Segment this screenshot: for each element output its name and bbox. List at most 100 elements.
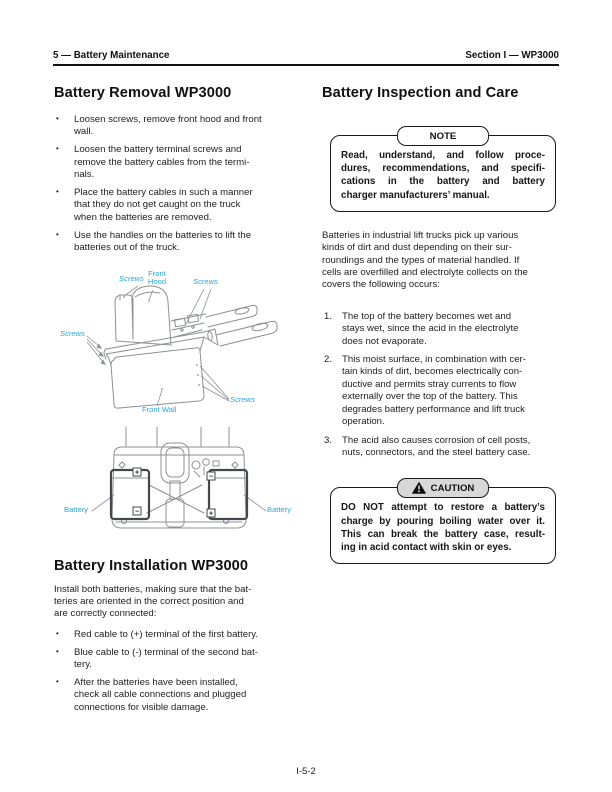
header-chapter: 5 — Battery Maintenance: [53, 50, 170, 61]
label-battery-left: Battery: [64, 504, 89, 514]
list-item: Loosen screws, remove front hood and fro…: [54, 114, 304, 139]
text-line: The top of the battery becomes wet and: [342, 310, 512, 322]
bullet-marker: [56, 629, 59, 641]
text-line: tery.: [74, 659, 92, 671]
installation-bullet-list: Red cable to (+) terminal of the first b…: [54, 629, 304, 714]
list-item: 2. This moist surface, in combination wi…: [322, 354, 564, 428]
note-tab: NOTE: [397, 126, 489, 146]
text-line: The acid also causes corrosion of cell p…: [342, 434, 531, 446]
text-line: does not evaporate.: [342, 335, 427, 347]
text-line: remove the battery cables from the termi…: [74, 156, 250, 168]
text-line: covers the following occurs:: [322, 279, 440, 291]
bullet-marker: [56, 677, 59, 689]
label-screws-top-left: Screws: [119, 273, 144, 283]
text-line: nals.: [74, 169, 95, 181]
label-front-wall: Front Wall: [142, 404, 177, 414]
text-line: that they do not get caught on the truck: [74, 199, 241, 211]
text-line: degrades battery performance and lift tr…: [342, 403, 525, 415]
bullet-marker: [56, 114, 59, 126]
terminal-sign: +: [209, 510, 213, 517]
text-line: charge by pouring boiling water over it.: [341, 515, 545, 527]
label-battery-right: Battery: [267, 504, 292, 514]
text-line: operation.: [342, 416, 385, 428]
caution-box: CAUTION DO NOT attempt to restore a batt…: [330, 478, 556, 565]
text-line: This can break the battery case, result-: [341, 528, 545, 540]
text-line: nuts, connectors, and the steel battery …: [342, 446, 531, 458]
caution-tab-label: CAUTION: [430, 482, 475, 494]
text-line: check all cable connections and plugged: [74, 689, 247, 701]
text-line: ductive and permits stray currents to fl…: [342, 378, 517, 390]
terminal-sign: −: [209, 473, 213, 480]
label-front-hood: Front Hood: [147, 268, 167, 287]
installation-title: Battery Installation WP3000: [54, 557, 249, 574]
text-line: charger manufacturers’ manual.: [341, 189, 490, 201]
list-item: Blue cable to (-) terminal of the second…: [54, 647, 304, 672]
text-line: when the batteries are removed.: [74, 211, 212, 223]
text-line: kinds of dirt and dust depending on thei…: [322, 242, 512, 254]
text-line: ing in acid contact with skin or eyes.: [341, 541, 512, 553]
text-line: externally over the top of the battery. …: [342, 391, 518, 403]
text-line: connections for visible damage.: [74, 701, 209, 713]
item-number: 1.: [324, 310, 333, 322]
inspection-intro: Batteries in industrial lift trucks pick…: [322, 230, 564, 292]
page-header: 5 — Battery Maintenance Section I — WP30…: [53, 50, 559, 61]
text-line: After the batteries have been installed,: [74, 677, 238, 688]
left-column: Battery Removal WP3000 Loosen screws, re…: [54, 84, 304, 720]
text-line: tain kinds of dirt, becomes electrically…: [342, 366, 523, 378]
item-number: 2.: [324, 354, 333, 366]
text-line: dures, recommendations, and specifi-: [341, 163, 545, 175]
text-line: batteries out of the truck.: [74, 242, 180, 254]
text-line: cells are overfilled and electrolyte col…: [322, 267, 528, 279]
right-column: Battery Inspection and Care NOTE Read, u…: [322, 84, 564, 565]
installation-intro: Install both batteries, making sure that…: [54, 584, 304, 621]
text-line: Loosen screws, remove front hood and fro…: [74, 114, 262, 125]
list-item: Use the handles on the batteries to lift…: [54, 230, 304, 255]
list-item: 3. The acid also causes corrosion of cel…: [322, 435, 564, 460]
removal-bullet-list: Loosen screws, remove front hood and fro…: [54, 114, 304, 255]
label-screws-bottom-right: Screws: [230, 394, 255, 404]
text-line: are correctly connected:: [54, 608, 157, 620]
terminal-sign: −: [135, 508, 139, 515]
text-line: Use the handles on the batteries to lift…: [74, 229, 252, 241]
label-screws-left: Screws: [60, 328, 85, 338]
warning-triangle-icon: [411, 482, 426, 495]
inspection-numbered-list: 1. The top of the battery becomes wet an…: [322, 311, 564, 459]
text-line: Loosen the battery terminal screws and: [74, 144, 242, 156]
list-item: 1. The top of the battery becomes wet an…: [322, 311, 564, 348]
text-line: wall.: [74, 126, 94, 138]
item-number: 3.: [324, 434, 333, 446]
battery-topview-diagram: + − − + Battery Battery: [54, 425, 304, 547]
text-line: teries are oriented in the correct posit…: [54, 595, 244, 607]
label-screws-top-right: Screws: [193, 276, 218, 286]
bullet-marker: [56, 144, 59, 156]
inspection-title: Battery Inspection and Care: [322, 85, 519, 101]
list-item: Loosen the battery terminal screws and r…: [54, 144, 304, 181]
battery-removal-diagram: Screws Front Hood Screws Screws Front Wa…: [54, 269, 304, 425]
note-box: NOTE Read, understand, and follow proce-…: [330, 126, 556, 212]
header-rule: [53, 64, 559, 67]
note-text: Read, understand, and follow proce- dure…: [341, 149, 545, 202]
text-line: Install both batteries, making sure that…: [54, 583, 252, 595]
note-tab-label: NOTE: [429, 130, 457, 142]
list-item: Red cable to (+) terminal of the first b…: [54, 629, 304, 641]
terminal-sign: +: [135, 469, 139, 476]
list-item: After the batteries have been installed,…: [54, 677, 304, 714]
text-line: This moist surface, in combination with …: [342, 354, 526, 366]
text-line: Place the battery cables in such a manne…: [74, 187, 253, 199]
text-line: Batteries in industrial lift trucks pick…: [322, 229, 519, 241]
text-line: roundings and the types of material hand…: [322, 254, 520, 266]
bullet-marker: [56, 230, 59, 242]
truck-topview-drawing: + − − +: [91, 426, 267, 529]
truck-perspective-drawing: [86, 285, 278, 409]
header-section: Section I — WP3000: [465, 50, 559, 61]
page-number: I-5-2: [296, 766, 316, 777]
caution-tab: CAUTION: [397, 478, 489, 499]
list-item: Place the battery cables in such a manne…: [54, 187, 304, 224]
caution-text: DO NOT attempt to restore a battery’s ch…: [341, 501, 545, 554]
text-line: DO NOT attempt to restore a battery’s: [341, 502, 545, 514]
bullet-marker: [56, 647, 59, 659]
removal-title: Battery Removal WP3000: [54, 85, 232, 101]
text-line: Read, understand, and follow proce-: [341, 150, 545, 161]
text-line: Red cable to (+) terminal of the first b…: [74, 628, 259, 640]
